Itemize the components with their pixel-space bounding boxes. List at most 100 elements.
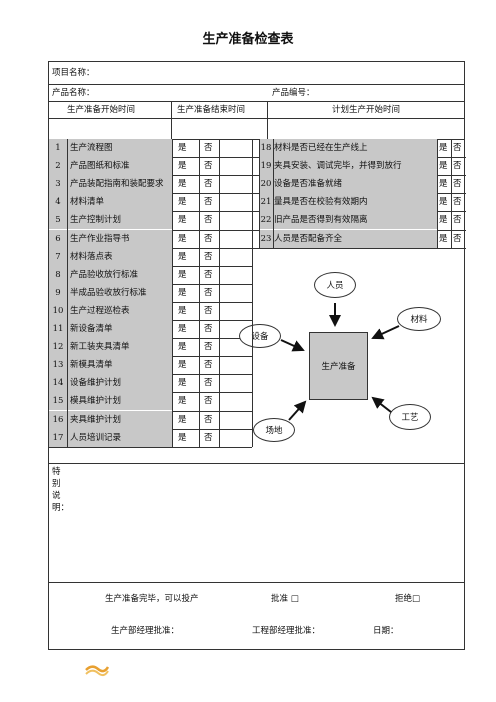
- item-number: 9: [55, 287, 61, 298]
- no-option[interactable]: 否: [204, 378, 213, 389]
- item-number: 18: [260, 143, 272, 153]
- yes-option[interactable]: 是: [178, 360, 187, 371]
- diagram-arrows: [280, 303, 400, 421]
- item-number: 3: [55, 179, 61, 190]
- no-option[interactable]: 否: [204, 324, 213, 334]
- product-no-label: 产品编号：: [272, 88, 315, 98]
- prod-mgr-label: 生产部经理批准：: [111, 626, 180, 636]
- diagram-equipment: 设备: [239, 324, 281, 348]
- item-label: 旧产品是否得到有效隔离: [274, 215, 368, 226]
- yes-option[interactable]: 是: [178, 161, 187, 172]
- yes-option[interactable]: 是: [178, 324, 187, 334]
- item-label: 半成品验收放行标准: [70, 287, 147, 298]
- item-number: 7: [55, 251, 61, 262]
- item-number: 17: [52, 432, 64, 443]
- yes-option[interactable]: 是: [178, 396, 187, 407]
- diagram-center-box: 生产准备: [309, 332, 368, 400]
- yes-option[interactable]: 是: [178, 269, 187, 280]
- item-label: 生产过程巡检表: [70, 305, 130, 316]
- reject-checkbox[interactable]: 拒绝□: [395, 594, 421, 604]
- page-title: 生产准备检查表: [202, 32, 294, 47]
- yes-option[interactable]: 是: [178, 305, 187, 316]
- yes-option[interactable]: 是: [178, 287, 187, 298]
- no-option[interactable]: 否: [204, 251, 213, 262]
- yes-option[interactable]: 是: [178, 143, 187, 153]
- date-label: 日期：: [373, 626, 399, 636]
- yes-option[interactable]: 是: [439, 233, 448, 244]
- yes-option[interactable]: 是: [178, 342, 187, 353]
- approve-checkbox[interactable]: 批准 □: [271, 594, 299, 604]
- item-number: 16: [52, 414, 64, 425]
- item-label: 设备维护计划: [70, 378, 122, 389]
- no-option[interactable]: 否: [204, 414, 213, 425]
- item-label: 产品图纸和标准: [70, 161, 130, 172]
- no-option[interactable]: 否: [204, 360, 213, 371]
- no-option[interactable]: 否: [204, 233, 213, 244]
- no-option[interactable]: 否: [453, 179, 462, 190]
- no-option[interactable]: 否: [453, 143, 462, 153]
- no-option[interactable]: 否: [204, 287, 213, 298]
- checklist-form: 项目名称： 产品名称： 产品编号： 生产准备开始时间 生产准备结束时间 计划生产…: [48, 61, 466, 650]
- eng-mgr-label: 工程部经理批准：: [252, 626, 321, 636]
- no-option[interactable]: 否: [204, 269, 213, 280]
- yes-option[interactable]: 是: [439, 179, 448, 190]
- item-number: 6: [55, 233, 61, 244]
- no-option[interactable]: 否: [204, 215, 213, 226]
- yes-option[interactable]: 是: [178, 251, 187, 262]
- header-end-time: 生产准备结束时间: [177, 105, 246, 115]
- complete-text: 生产准备完毕，可以投产: [105, 594, 199, 604]
- item-number: 15: [52, 396, 64, 407]
- yes-option[interactable]: 是: [439, 161, 448, 172]
- item-label: 新工装夹具清单: [70, 342, 130, 353]
- yes-option[interactable]: 是: [178, 215, 187, 226]
- diagram-people: 人员: [314, 272, 356, 298]
- item-number: 10: [52, 305, 64, 316]
- item-label: 生产作业指导书: [70, 233, 130, 244]
- item-label: 新模具清单: [70, 360, 113, 371]
- no-option[interactable]: 否: [204, 305, 213, 316]
- item-label: 材料落点表: [70, 251, 113, 262]
- yes-option[interactable]: 是: [178, 179, 187, 190]
- item-number: 23: [260, 233, 272, 244]
- no-option[interactable]: 否: [453, 215, 462, 226]
- arrow-process: [371, 396, 392, 413]
- yes-option[interactable]: 是: [178, 414, 187, 425]
- item-label: 设备是否准备就绪: [274, 179, 343, 190]
- item-label: 模具维护计划: [70, 396, 122, 407]
- diagram-site: 场地: [253, 418, 295, 442]
- header-start-time: 生产准备开始时间: [67, 105, 136, 115]
- yes-option[interactable]: 是: [439, 143, 448, 153]
- no-option[interactable]: 否: [204, 396, 213, 407]
- special-note-label: 特别说明：: [52, 467, 70, 513]
- item-label: 人员培训记录: [70, 432, 122, 443]
- no-option[interactable]: 否: [453, 197, 462, 208]
- yes-option[interactable]: 是: [178, 197, 187, 208]
- no-option[interactable]: 否: [204, 161, 213, 172]
- item-label: 夹具维护计划: [70, 414, 122, 425]
- item-label: 生产流程图: [70, 143, 113, 153]
- item-label: 材料是否已经在生产线上: [274, 143, 368, 153]
- item-number: 14: [52, 378, 64, 389]
- no-option[interactable]: 否: [204, 179, 213, 190]
- no-option[interactable]: 否: [453, 161, 462, 172]
- yes-option[interactable]: 是: [178, 432, 187, 443]
- header-plan-time: 计划生产开始时间: [332, 105, 401, 115]
- project-name-label: 项目名称：: [52, 68, 95, 78]
- yes-option[interactable]: 是: [439, 215, 448, 226]
- yes-option[interactable]: 是: [178, 233, 187, 244]
- no-option[interactable]: 否: [204, 197, 213, 208]
- arrow-equipment: [280, 339, 305, 352]
- item-label: 量具是否在校验有效期内: [274, 197, 368, 208]
- no-option[interactable]: 否: [204, 143, 213, 153]
- yes-option[interactable]: 是: [178, 378, 187, 389]
- item-number: 13: [52, 360, 64, 371]
- item-label: 夹具安装、调试完毕，并得到放行: [274, 161, 402, 172]
- no-option[interactable]: 否: [204, 342, 213, 353]
- no-option[interactable]: 否: [204, 432, 213, 443]
- item-label: 生产控制计划: [70, 215, 122, 226]
- arrow-site: [288, 400, 307, 421]
- arrow-material: [371, 325, 400, 340]
- diagram-material: 材料: [397, 307, 441, 331]
- yes-option[interactable]: 是: [439, 197, 448, 208]
- no-option[interactable]: 否: [453, 233, 462, 244]
